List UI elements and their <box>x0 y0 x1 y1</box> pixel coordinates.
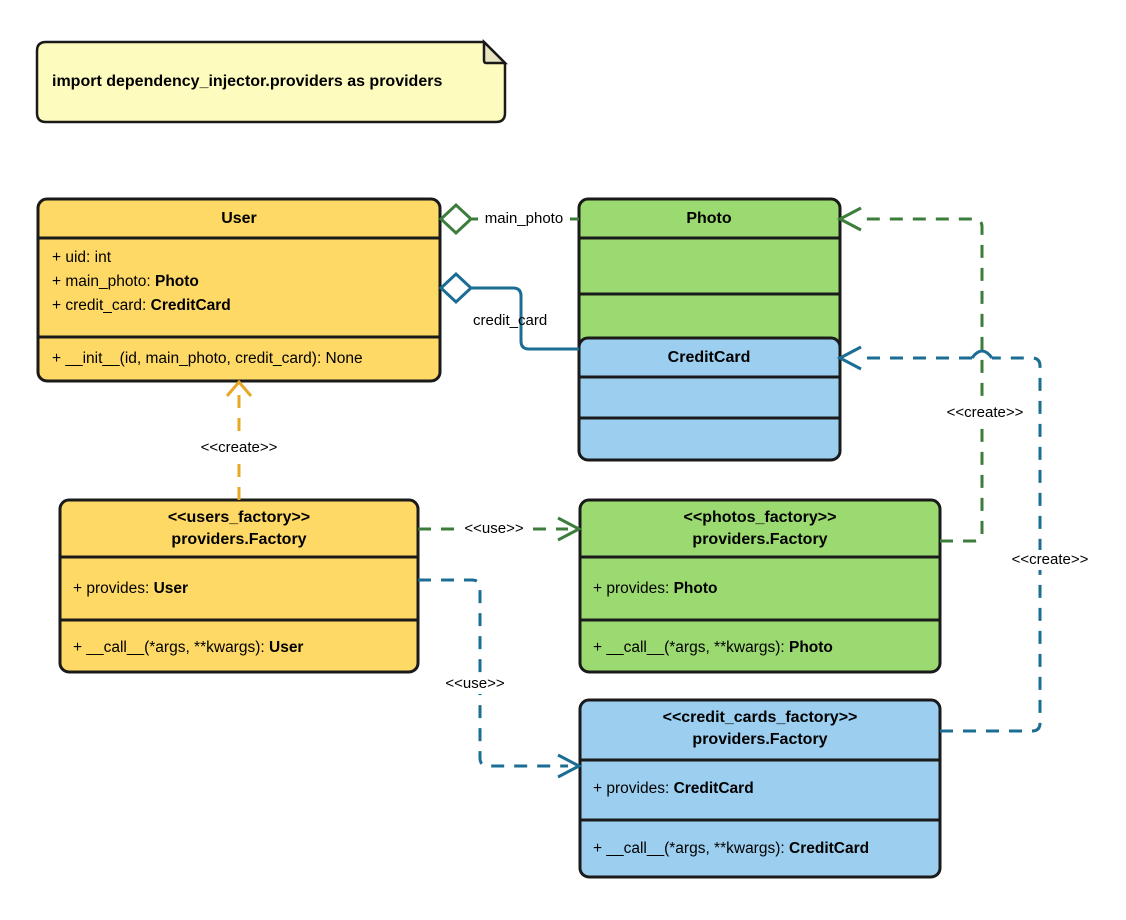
class-photos-factory[interactable]: <<photos_factory>> providers.Factory + p… <box>578 498 942 674</box>
edge-photos-factory-creates-photo[interactable]: <<create>> <box>836 206 1036 543</box>
edge-credit-cards-factory-creates-credit-card[interactable]: <<create>> <box>836 345 1101 733</box>
class-users-factory-stereotype: <<users_factory>> <box>168 509 310 526</box>
arrowhead-use-photos-icon <box>557 516 583 542</box>
class-user-attr-0: + uid: int <box>52 249 112 266</box>
class-photos-factory-method-0: + __call__(*args, **kwargs): Photo <box>593 639 833 656</box>
class-user-attr-1: + main_photo: Photo <box>52 273 199 290</box>
class-credit-cards-factory[interactable]: <<credit_cards_factory>> providers.Facto… <box>578 698 942 879</box>
class-credit-cards-factory-attr-0: + provides: CreditCard <box>593 780 754 797</box>
edge-user-credit-card-label: credit_card <box>473 312 547 329</box>
arrowhead-create-photo-icon <box>836 206 862 232</box>
note-import: import dependency_injector.providers as … <box>35 38 509 124</box>
edge-create-credit-card-label-bg <box>1000 550 1101 570</box>
edge-create-credit-card-linehop-icon <box>970 349 994 359</box>
class-creditcard[interactable]: CreditCard <box>577 336 842 462</box>
edge-create-user-label: <<create>> <box>201 439 278 456</box>
class-user-attr-2: + credit_card: CreditCard <box>52 297 231 314</box>
class-photos-factory-box <box>578 498 942 674</box>
class-photos-factory-title: providers.Factory <box>692 531 827 548</box>
class-users-factory-method-0: + __call__(*args, **kwargs): User <box>73 639 303 656</box>
edge-users-factory-uses-photos-factory[interactable]: <<use>> <box>418 516 583 542</box>
edge-user-credit-card[interactable]: credit_card <box>438 271 579 351</box>
class-photo[interactable]: Photo <box>577 197 842 361</box>
class-users-factory-title: providers.Factory <box>171 531 306 548</box>
note-fold-icon <box>482 38 509 65</box>
class-credit-cards-factory-stereotype: <<credit_cards_factory>> <box>663 709 858 726</box>
class-users-factory[interactable]: <<users_factory>> providers.Factory + pr… <box>58 498 420 674</box>
class-photos-factory-stereotype: <<photos_factory>> <box>684 509 837 526</box>
arrowhead-create-credit-card-icon <box>836 345 862 371</box>
note-shape <box>35 40 507 124</box>
edge-user-main-photo[interactable]: main_photo <box>438 202 579 236</box>
class-user[interactable]: User + uid: int + main_photo: Photo + cr… <box>36 197 442 383</box>
edge-create-photo-label-bg <box>935 403 1036 423</box>
edge-users-factory-uses-credit-cards-factory[interactable]: <<use>> <box>418 578 583 779</box>
edge-user-main-photo-label: main_photo <box>485 210 563 227</box>
class-credit-cards-factory-method-0: + __call__(*args, **kwargs): CreditCard <box>593 840 869 857</box>
edge-create-photo-line <box>863 217 984 543</box>
edge-create-credit-card-line <box>940 356 1042 733</box>
edge-use-credit-cards-label-bg <box>438 674 513 694</box>
arrowhead-use-credit-cards-icon <box>557 753 583 779</box>
arrowhead-create-user-icon <box>225 379 253 397</box>
class-credit-cards-factory-title: providers.Factory <box>692 731 827 748</box>
note-text: import dependency_injector.providers as … <box>52 73 442 90</box>
class-credit-cards-factory-box <box>578 698 942 879</box>
class-user-method-0: + __init__(id, main_photo, credit_card):… <box>52 350 363 367</box>
edge-user-credit-card-line <box>472 286 579 351</box>
class-users-factory-attr-0: + provides: User <box>73 580 188 597</box>
edge-create-photo-label: <<create>> <box>947 404 1024 421</box>
edge-create-user-label-bg <box>189 438 290 458</box>
class-photos-factory-attr-0: + provides: Photo <box>593 580 717 597</box>
aggregation-diamond-credit-card-icon <box>438 271 474 305</box>
edge-use-credit-cards-label: <<use>> <box>445 675 504 692</box>
class-creditcard-title: CreditCard <box>668 349 751 366</box>
edge-users-factory-creates-user[interactable]: <<create>> <box>189 379 290 500</box>
edge-use-photos-label: <<use>> <box>464 520 523 537</box>
class-creditcard-box <box>577 336 842 462</box>
class-user-title: User <box>221 210 257 227</box>
aggregation-diamond-main-photo-icon <box>438 202 474 236</box>
edge-create-credit-card-label: <<create>> <box>1012 551 1089 568</box>
edge-user-main-photo-label-bg <box>478 209 570 229</box>
edge-use-credit-cards-line <box>418 578 568 768</box>
class-photo-title: Photo <box>686 210 732 227</box>
edge-use-photos-label-bg <box>457 519 532 539</box>
